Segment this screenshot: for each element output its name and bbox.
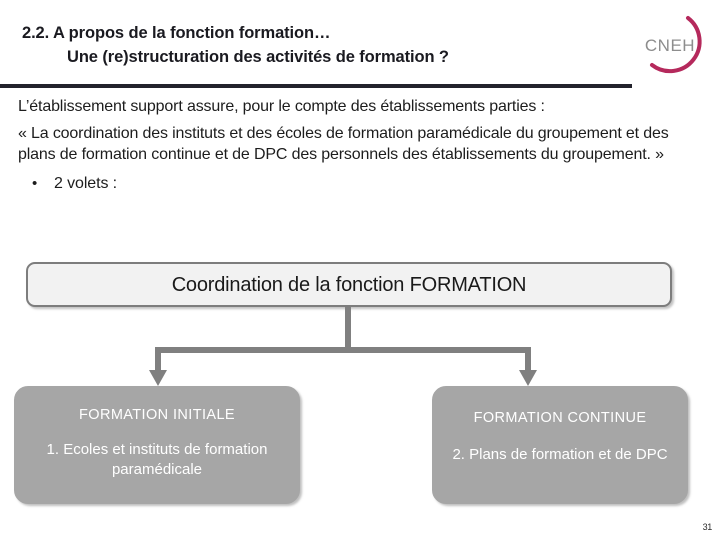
body-paragraph-1: L’établissement support assure, pour le …	[18, 98, 545, 115]
svg-text:CNEH: CNEH	[645, 36, 695, 55]
bullet-item-label: 2 volets :	[54, 175, 118, 192]
body-paragraph-2: « La coordination des instituts et des é…	[18, 125, 669, 163]
header-divider	[0, 84, 632, 88]
diagram-node-coordination-label: Coordination de la fonction FORMATION	[171, 273, 527, 296]
slide-title-block: 2.2. A propos de la fonction formation… …	[22, 22, 622, 70]
cneh-logo: CNEH	[628, 8, 712, 84]
arrowhead-right-icon	[519, 370, 537, 386]
diagram-node-formation-continue: FORMATION CONTINUE 2. Plans de formation…	[432, 386, 688, 504]
bullet-marker-icon: •	[32, 175, 38, 192]
connector-drop-right	[525, 347, 531, 371]
diagram-node-formation-initiale-sub: 1. Ecoles et instituts de formation para…	[46, 441, 268, 478]
logo-arc-icon	[650, 16, 702, 74]
page-title-line-2: Une (re)structuration des activités de f…	[67, 48, 449, 66]
connector-drop-left	[155, 347, 161, 371]
diagram-node-formation-continue-sub: 2. Plans de formation et de DPC	[452, 446, 668, 463]
diagram-node-formation-continue-heading: FORMATION CONTINUE	[473, 410, 647, 426]
page-title-line-1: 2.2. A propos de la fonction formation…	[22, 24, 331, 42]
diagram-node-formation-initiale: FORMATION INITIALE 1. Ecoles et institut…	[14, 386, 300, 504]
page-number: 31	[702, 522, 713, 532]
connector-stem	[345, 307, 351, 353]
arrowhead-left-icon	[149, 370, 167, 386]
formation-org-diagram: Coordination de la fonction FORMATION FO…	[0, 250, 720, 540]
slide-body: L’établissement support assure, pour le …	[18, 96, 708, 193]
bullet-list-item: • 2 volets :	[18, 174, 708, 193]
diagram-node-coordination: Coordination de la fonction FORMATION	[26, 262, 672, 307]
diagram-node-formation-initiale-heading: FORMATION INITIALE	[79, 407, 235, 423]
connector-horizontal-bar	[155, 347, 531, 353]
